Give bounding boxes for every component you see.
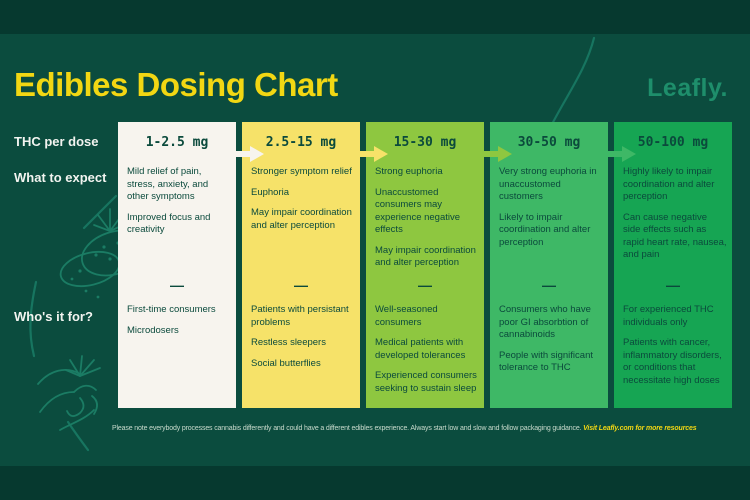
whos-it-for-item: For experienced THC individuals only [623,304,714,328]
row-label-thc-per-dose: THC per dose [14,134,99,149]
whos-it-for-item: Experienced consumers seeking to sustain… [375,370,477,394]
right-arrow-icon [606,146,636,162]
whos-it-for-section: Consumers who have poor GI absorbtion of… [499,304,603,383]
what-to-expect-item: Mild relief of pain, stress, anxiety, an… [127,166,209,203]
whos-it-for-item: People with significant tolerance to THC [499,349,593,374]
dosing-columns: 1-2.5 mg Mild relief of pain, stress, anx… [118,122,732,408]
whos-it-for-item: Restless sleepers [251,337,326,349]
what-to-expect-item: Very strong euphoria in unaccustomed cus… [499,166,597,203]
section-divider: — [542,277,556,293]
dose-range-label: 2.5-15 mg [265,135,337,150]
whos-it-for-item: Microdosers [127,324,179,336]
row-label-what-to-expect: What to expect [14,170,107,185]
whos-it-for-item: Medical patients with developed toleranc… [375,337,466,361]
footer-disclaimer: Please note everybody processes cannabis… [112,425,750,432]
what-to-expect-item: Unaccustomed consumers may experience ne… [375,186,461,236]
page-title: Edibles Dosing Chart [14,66,338,103]
whos-it-for-item: First-time consumers [127,304,216,315]
what-to-expect-section: Highly likely to impair coordination and… [623,166,727,270]
what-to-expect-item: Euphoria [251,186,290,198]
what-to-expect-item: Highly likely to impair coordination and… [623,166,715,203]
row-label-whos-it-for: Who's it for? [14,309,93,324]
right-arrow-icon [358,146,388,162]
right-arrow-icon [482,146,512,162]
whos-it-for-item: Consumers who have poor GI absorbtion of… [499,304,591,341]
what-to-expect-item: May impair coordination and alter percep… [375,244,476,269]
what-to-expect-item: May impair coordination and alter percep… [251,207,352,231]
footer-highlight-link: Visit Leafly.com for more resources [583,425,697,432]
section-divider: — [294,277,308,293]
whos-it-for-item: Patients with cancer, inflammatory disor… [623,337,722,386]
dose-range-label: 30-50 mg [517,135,581,150]
whos-it-for-item: Patients with persistant problems [251,304,349,328]
whos-it-for-item: Well-seasoned consumers [375,304,438,328]
whos-it-for-item: Social butterflies [251,357,321,369]
footer-text: Please note everybody processes cannabis… [112,425,582,432]
what-to-expect-section: Very strong euphoria in unaccustomed cus… [499,166,603,257]
right-arrow-icon [234,146,264,162]
dose-column: 1-2.5 mg Mild relief of pain, stress, anx… [118,122,236,408]
what-to-expect-item: Likely to impair coordination and alter … [499,211,591,248]
section-divider: — [418,277,432,293]
what-to-expect-item: Strong euphoria [375,166,443,177]
what-to-expect-section: Mild relief of pain, stress, anxiety, an… [127,166,231,245]
section-divider: — [170,277,184,293]
dose-range-label: 50-100 mg [637,135,709,150]
dose-range-label: 1-2.5 mg [145,135,209,150]
what-to-expect-item: Improved focus and creativity [127,211,211,236]
dose-column: 50-100 mg Highly likely to impair coordin… [614,122,732,408]
dose-column: 30-50 mg Very strong euphoria in unaccust… [490,122,608,408]
what-to-expect-item: Stronger symptom relief [251,166,352,177]
what-to-expect-item: Can cause negative side effects such as … [623,211,727,261]
dose-range-label: 15-30 mg [393,135,457,150]
leafly-logo: Leafly. [647,74,728,102]
section-divider: — [666,277,680,293]
